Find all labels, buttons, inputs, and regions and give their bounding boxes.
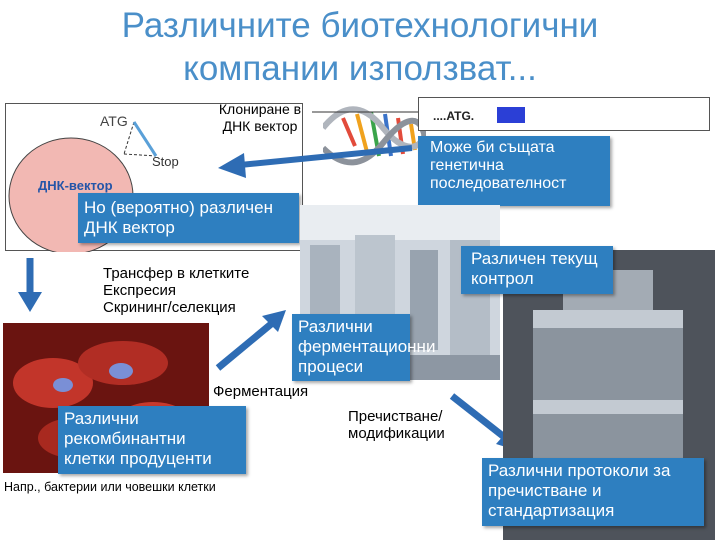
transfer-step: Трансфер в клетките	[103, 265, 250, 282]
process-control-box: Различен текущ контрол	[461, 246, 613, 294]
vector-label: ДНК-вектор	[38, 178, 113, 193]
transfer-step: Скрининг/селекция	[103, 299, 236, 316]
stop-label: Stop	[152, 154, 179, 169]
arrow-down-to-cells	[18, 258, 42, 312]
fermentation-processes-box: Различни ферментационни процеси	[292, 314, 435, 381]
purification-label: Пречистване/ модификации	[348, 408, 445, 442]
atg-label: ATG	[100, 113, 128, 129]
recombinant-cells-box: Различни рекомбинантни клетки продуценти	[58, 406, 246, 474]
sequence-highlight	[497, 107, 525, 123]
sequence-text: ....ATG.	[433, 109, 475, 123]
gene-stop-marker	[123, 153, 157, 157]
title-line-1: Различните биотехнологични	[121, 6, 599, 45]
purification-protocols-box: Различни протоколи за пречистване и стан…	[482, 458, 704, 526]
arrow-to-vector	[218, 145, 413, 178]
gene-insert	[132, 121, 158, 157]
transfer-step: Експресия	[103, 282, 177, 299]
same-sequence-box: Може би същата генетична последователнос…	[418, 136, 610, 206]
sequence-box: ....ATG.	[418, 97, 710, 131]
title-line-2: компании използват...	[183, 49, 537, 88]
fermentation-label: Ферментация	[213, 383, 309, 400]
page-title: Различните биотехнологични компании изпо…	[0, 4, 720, 90]
cloning-label: Клониране в ДНК вектор	[218, 101, 302, 134]
transfer-steps: Трансфер в клетките Експресия Скрининг/с…	[103, 265, 249, 316]
gene-start-marker	[123, 121, 135, 155]
arrow-to-fermentation	[215, 310, 286, 371]
cells-note: Напр., бактерии или човешки клетки	[4, 480, 216, 494]
different-vector-box: Но (вероятно) различен ДНК вектор	[78, 193, 299, 243]
